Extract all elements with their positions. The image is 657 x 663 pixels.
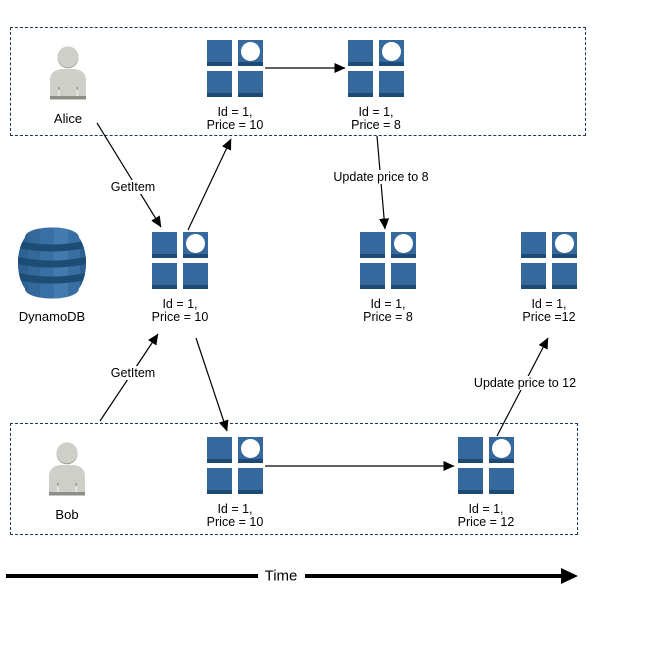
item-label: Id = 1, Price =12 [522,297,576,324]
actor-alice: Alice [28,46,108,126]
dynamodb-icon [18,227,86,299]
time-axis-label: Time [258,567,304,585]
item-icon [521,232,577,289]
item-square [238,40,263,66]
item-icon [152,232,208,289]
alice-lane-box [10,27,586,136]
arrow-alice-getitem [96,122,162,228]
item-node-db-3: Id = 1, Price =12 [489,232,609,324]
item-square [238,71,263,97]
item-icon [360,232,416,289]
key-attribute-dot-icon [241,42,260,61]
item-node-bob-1: Id = 1, Price = 10 [175,437,295,529]
item-label: Id = 1, Price = 10 [206,105,264,132]
dynamodb-label: DynamoDB [18,309,86,324]
key-attribute-dot-icon [382,42,401,61]
user-icon [50,46,86,100]
item-label: Id = 1, Price = 10 [151,297,209,324]
item-square [207,40,232,66]
actor-alice-label: Alice [53,111,83,126]
key-attribute-dot-icon [492,439,511,458]
item-node-db-1: Id = 1, Price = 10 [120,232,240,324]
item-node-alice-1: Id = 1, Price = 10 [175,40,295,132]
item-icon [458,437,514,494]
arrow-label-bob-getitem: GetItem [108,366,158,380]
key-attribute-dot-icon [555,234,574,253]
item-label: Id = 1, Price = 10 [206,502,264,529]
item-square [207,71,232,97]
bob-lane-box [10,423,578,535]
arrow-db-to-alice-item [187,138,232,231]
item-node-bob-2: Id = 1, Price = 12 [426,437,546,529]
arrow-label-alice-getitem: GetItem [108,180,158,194]
item-node-alice-2: Id = 1, Price = 8 [316,40,436,132]
arrow-label-update-price-12: Update price to 12 [471,376,579,390]
item-node-db-2: Id = 1, Price = 8 [328,232,448,324]
time-axis-arrowhead-icon [561,568,578,584]
key-attribute-dot-icon [394,234,413,253]
user-icon [49,442,85,496]
item-icon [207,40,263,97]
actor-bob-label: Bob [55,507,79,522]
arrow-db-to-bob-item [195,337,229,432]
arrow-label-update-price-8: Update price to 8 [331,170,431,184]
key-attribute-dot-icon [186,234,205,253]
item-label: Id = 1, Price = 12 [457,502,515,529]
item-icon [207,437,263,494]
actor-bob: Bob [27,442,107,522]
dynamodb-node: DynamoDB [2,227,102,324]
item-label: Id = 1, Price = 8 [363,297,413,324]
item-label: Id = 1, Price = 8 [351,105,401,132]
item-icon [348,40,404,97]
key-attribute-dot-icon [241,439,260,458]
